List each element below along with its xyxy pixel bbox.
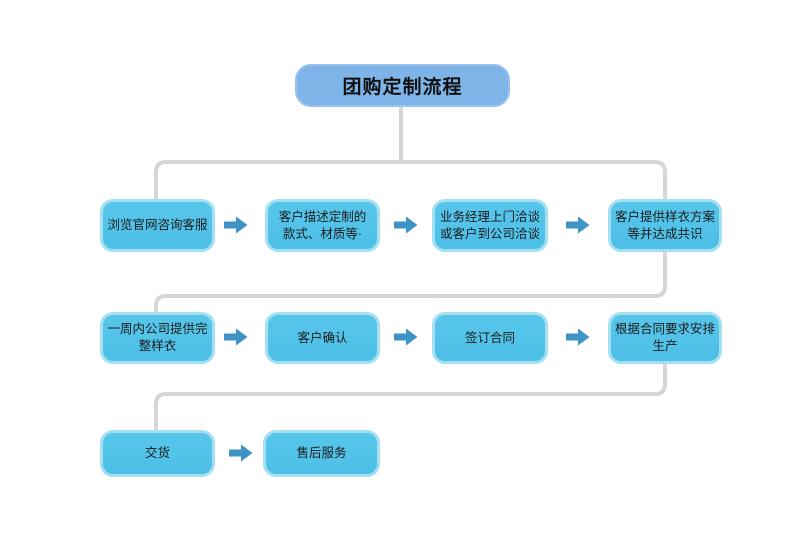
arrow-right-icon [566, 216, 590, 234]
connector-row2-to-row3 [154, 362, 667, 430]
arrow-right-icon [394, 216, 418, 234]
flow-step-r1c3: 业务经理上门洽谈 或客户到公司洽谈 [432, 199, 548, 252]
flow-step-r3c2: 售后服务 [263, 430, 380, 477]
flow-step-label: 客户确认 [297, 330, 348, 345]
flow-step-r1c4: 客户提供样衣方案 等并达成共识 [608, 199, 722, 252]
arrow-right-icon [394, 328, 418, 346]
flow-step-label: 售后服务 [296, 446, 347, 461]
flow-step-r2c2: 客户确认 [265, 312, 380, 364]
flow-step-label: 交货 [144, 446, 170, 461]
connector-bus-row1 [154, 160, 667, 199]
flow-step-label: 客户提供样衣方案 等并达成共识 [614, 209, 715, 241]
arrow-right-icon [566, 328, 590, 346]
flow-step-label: 浏览官网咨询客服 [107, 218, 208, 233]
flow-step-r1c2: 客户描述定制的 款式、材质等· [265, 199, 380, 252]
arrow-right-icon [224, 216, 248, 234]
flow-step-label: 签订合同 [464, 330, 515, 345]
flow-step-r2c4: 根据合同要求安排 生产 [608, 312, 722, 364]
flow-step-r2c1: 一周内公司提供完 整样衣 [100, 312, 215, 364]
flow-step-r3c1: 交货 [100, 430, 215, 477]
flow-step-label: 客户描述定制的 款式、材质等· [278, 209, 367, 241]
flow-step-r1c1: 浏览官网咨询客服 [100, 199, 215, 252]
flow-title: 团购定制流程 [295, 64, 510, 107]
flow-step-label: 业务经理上门洽谈 或客户到公司洽谈 [439, 209, 540, 241]
flow-step-label: 一周内公司提供完 整样衣 [107, 322, 208, 353]
arrow-right-icon [229, 444, 253, 462]
connector-row1-to-row2 [154, 252, 667, 312]
flow-step-r2c3: 签订合同 [432, 312, 548, 364]
arrow-right-icon [224, 328, 248, 346]
flow-step-label: 根据合同要求安排 生产 [614, 322, 715, 353]
